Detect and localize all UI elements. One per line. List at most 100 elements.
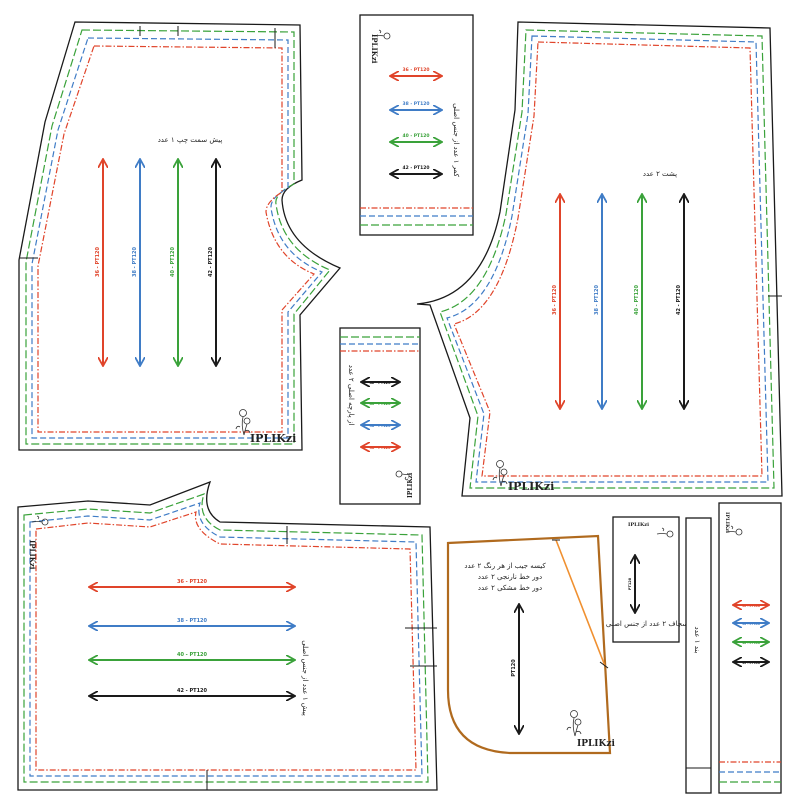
size-36-grainline: 36 - PT120 <box>95 160 103 365</box>
size-40-grainline: 40 - PT120 <box>170 160 178 365</box>
size-40-grainline: 40 - PT120 <box>391 133 441 142</box>
piece-back: پشت ۲ عدد 36 - PT120 38 - PT120 40 - PT1… <box>416 21 783 497</box>
seam-red <box>35 511 417 771</box>
piece-outline <box>718 502 782 794</box>
piece-note: از پارچه اصلی ۲ عدد <box>347 365 355 426</box>
seam-blue <box>446 35 769 483</box>
brand-name: IPLIKzi <box>508 480 554 493</box>
size-label: 42 - PT120 <box>676 284 682 315</box>
size-label: 36 - PT120 <box>369 446 391 450</box>
rose-logo-icon <box>492 460 508 487</box>
size-label: 40 - PT120 <box>742 641 760 645</box>
brand-name: IPLIKzi <box>28 540 37 570</box>
piece-front-left: پیش سمت چپ ۱ عدد 36 - PT120 38 - PT120 4… <box>18 21 342 451</box>
piece-outline <box>17 480 438 791</box>
size-label: 38 - PT120 <box>132 246 138 277</box>
size-36-grainline: 36 - PT120 <box>90 579 294 587</box>
size-label: 36 - PT120 <box>177 579 208 585</box>
seam-red <box>37 45 316 433</box>
seam-red <box>453 41 763 477</box>
size-label: 42 - PT120 <box>208 246 214 277</box>
notch-marks <box>20 26 276 259</box>
size-label: 42 - PT120 <box>177 688 208 694</box>
size-label: 36 - PT120 <box>742 604 760 608</box>
size-38-grainline: 38 - PT120 <box>90 618 294 626</box>
size-label: 40 - PT120 <box>177 652 208 658</box>
piece-front-right: 36 - PT120 38 - PT120 40 - PT120 42 - PT… <box>17 480 438 791</box>
seam-green <box>25 29 331 445</box>
brand-name: IPLIKzi <box>577 739 615 749</box>
rose-logo-icon <box>725 525 743 536</box>
brand-name: IPLIKzi <box>407 472 414 498</box>
seam-blue <box>31 37 323 439</box>
size-label: 38 - PT120 <box>594 284 600 315</box>
size-label: 36 - PT120 <box>552 284 558 315</box>
piece-outline <box>612 516 680 643</box>
size-36-grainline: 36 - PT120 <box>552 195 560 408</box>
pocket-opening-line <box>555 539 606 667</box>
size-38-grainline: 38 - PT120 <box>594 195 602 408</box>
rose-logo-icon <box>395 470 413 481</box>
piece-outline <box>18 21 342 451</box>
piece-note: کمر ۱ عدد از جنس اصلی <box>452 103 460 178</box>
size-label: 38 - PT120 <box>402 101 429 107</box>
brand-name: IPLIKzi <box>250 432 296 445</box>
size-36-grainline: 36 - PT120 <box>362 446 399 450</box>
rose-logo-icon <box>566 710 582 737</box>
size-label: 38 - PT120 <box>177 618 208 624</box>
size-38-grainline: 38 - PT120 <box>362 424 399 428</box>
size-label: 36 - PT120 <box>402 67 429 73</box>
piece-note: بند ۱ عدد <box>693 627 701 654</box>
size-38-grainline: 38 - PT120 <box>734 622 768 626</box>
size-36-grainline: 36 - PT120 <box>391 67 441 76</box>
size-42-grainline: 42 - PT120 <box>734 661 768 665</box>
piece-note: سجاف ۲ عدد از جنس اصلی <box>606 620 689 628</box>
piece-pocket-bag: کیسه جیب از هر رنگ ۲ عدد دور خط نارنجی ۲… <box>446 534 615 755</box>
piece-small-strip: 42 - PT120 40 - PT120 38 - PT120 36 - PT… <box>339 327 421 505</box>
piece-outline <box>359 14 474 236</box>
pocket-grainline: PT120 <box>511 605 519 733</box>
piece-long-strip: 36 - PT120 38 - PT120 40 - PT120 42 - PT… <box>718 502 782 794</box>
pocket-note-3: دور خط مشکی ۲ عدد <box>478 584 542 592</box>
seam-green <box>439 29 775 489</box>
brand-name: IPLIKzi <box>724 512 730 533</box>
rose-logo-icon <box>373 29 391 40</box>
rose-logo-icon <box>235 409 251 436</box>
size-label: 40 - PT120 <box>402 133 429 139</box>
size-label: 40 - PT120 <box>634 284 640 315</box>
pocket-note-2: دور خط نارنجی ۲ عدد <box>478 573 542 581</box>
pocket-grainline: PT120 <box>628 556 635 612</box>
size-36-grainline: 36 - PT120 <box>734 604 768 608</box>
size-label: 42 - PT120 <box>742 661 760 665</box>
size-label: 36 - PT120 <box>95 246 101 277</box>
size-label: 42 - PT120 <box>402 165 429 171</box>
size-40-grainline: 40 - PT120 <box>90 652 294 660</box>
size-42-grainline: 42 - PT120 <box>362 381 399 385</box>
size-label: 42 - PT120 <box>369 381 391 385</box>
size-42-grainline: 42 - PT120 <box>391 165 441 174</box>
piece-thin-strip: بند ۱ عدد <box>685 517 712 794</box>
piece-belt-loop: PT120 سجاف ۲ عدد از جنس اصلی IPLIKzi <box>606 516 689 643</box>
pocket-note-1: کیسه جیب از هر رنگ ۲ عدد <box>464 561 546 570</box>
notch-marks <box>206 526 437 790</box>
notch-mark-icon <box>599 661 609 669</box>
size-42-grainline: 42 - PT120 <box>208 160 216 365</box>
size-38-grainline: 38 - PT120 <box>391 101 441 110</box>
size-40-grainline: 40 - PT120 <box>362 402 399 406</box>
seam-blue <box>29 502 423 777</box>
piece-title: پیش سمت چپ ۱ عدد <box>158 136 223 144</box>
brand-name: IPLIKzi <box>628 522 649 528</box>
size-label: 40 - PT120 <box>170 246 176 277</box>
piece-waistband-side: 36 - PT120 38 - PT120 40 - PT120 42 - PT… <box>359 14 474 236</box>
size-42-grainline: 42 - PT120 <box>676 195 684 408</box>
rose-logo-icon <box>31 515 49 526</box>
size-label: 40 - PT120 <box>369 402 391 406</box>
size-40-grainline: 40 - PT120 <box>634 195 642 408</box>
size-label: PT120 <box>628 577 632 590</box>
piece-title: پشت ۲ عدد <box>643 170 677 178</box>
size-38-grainline: 38 - PT120 <box>132 160 140 365</box>
brand-name: IPLIKzi <box>370 34 379 64</box>
size-label: 38 - PT120 <box>369 424 391 428</box>
piece-outline <box>685 517 712 794</box>
